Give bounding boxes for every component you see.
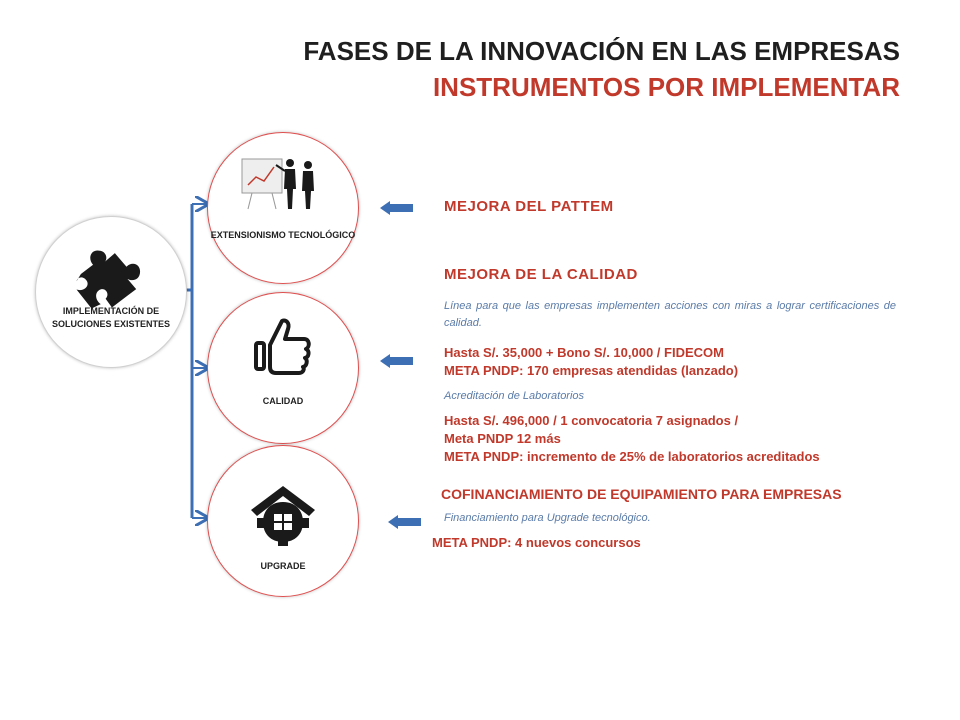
cofinanciamiento-meta-line: META PNDP: 4 nuevos concursos xyxy=(432,535,641,550)
thumbs-up-icon xyxy=(254,318,311,375)
acreditacion-subheading: Acreditación de Laboratorios xyxy=(444,390,585,402)
cofinanciamiento-description: Financiamiento para Upgrade tecnológico. xyxy=(444,512,651,524)
presentation-people-icon xyxy=(241,158,314,210)
left-arrow-icon xyxy=(388,515,421,529)
cofinanciamiento-heading: COFINANCIAMIENTO DE EQUIPAMIENTO PARA EM… xyxy=(441,486,842,502)
left-arrow-icon xyxy=(380,201,413,215)
calidad-heading: MEJORA DE LA CALIDAD xyxy=(444,266,638,283)
slide-subtitle: INSTRUMENTOS POR IMPLEMENTAR xyxy=(432,72,900,102)
calidad-description: Línea para que las empresas implementen … xyxy=(444,300,896,329)
pattem-heading: MEJORA DEL PATTEM xyxy=(444,198,614,215)
extensionismo-label: EXTENSIONISMO TECNOLÓGICO xyxy=(210,230,356,240)
left-arrow-icon xyxy=(380,354,413,368)
acreditacion-meta-line: Meta PNDP 12 más xyxy=(444,431,561,446)
house-gear-icon xyxy=(251,486,315,546)
phase-circle-extensionismo: EXTENSIONISMO TECNOLÓGICO xyxy=(207,132,359,284)
acreditacion-increment-line: META PNDP: incremento de 25% de laborato… xyxy=(444,449,820,464)
phase-circle-calidad: CALIDAD xyxy=(207,292,359,444)
slide-title: FASES DE LA INNOVACIÓN EN LAS EMPRESAS xyxy=(303,36,900,66)
calidad-meta-line: META PNDP: 170 empresas atendidas (lanza… xyxy=(444,363,739,378)
calidad-label: CALIDAD xyxy=(262,396,304,406)
acreditacion-funding-line: Hasta S/. 496,000 / 1 convocatoria 7 asi… xyxy=(444,413,739,428)
calidad-funding-line: Hasta S/. 35,000 + Bono S/. 10,000 / FID… xyxy=(444,345,724,360)
implementation-circle: IMPLEMENTACIÓN DE SOLUCIONES EXISTENTES xyxy=(35,216,187,368)
phase-circle-upgrade: UPGRADE xyxy=(207,445,359,597)
tree-connector xyxy=(186,204,207,518)
implementation-label: IMPLEMENTACIÓN DE SOLUCIONES EXISTENTES xyxy=(51,306,171,329)
puzzle-piece-icon xyxy=(76,250,141,309)
upgrade-label: UPGRADE xyxy=(260,561,306,571)
